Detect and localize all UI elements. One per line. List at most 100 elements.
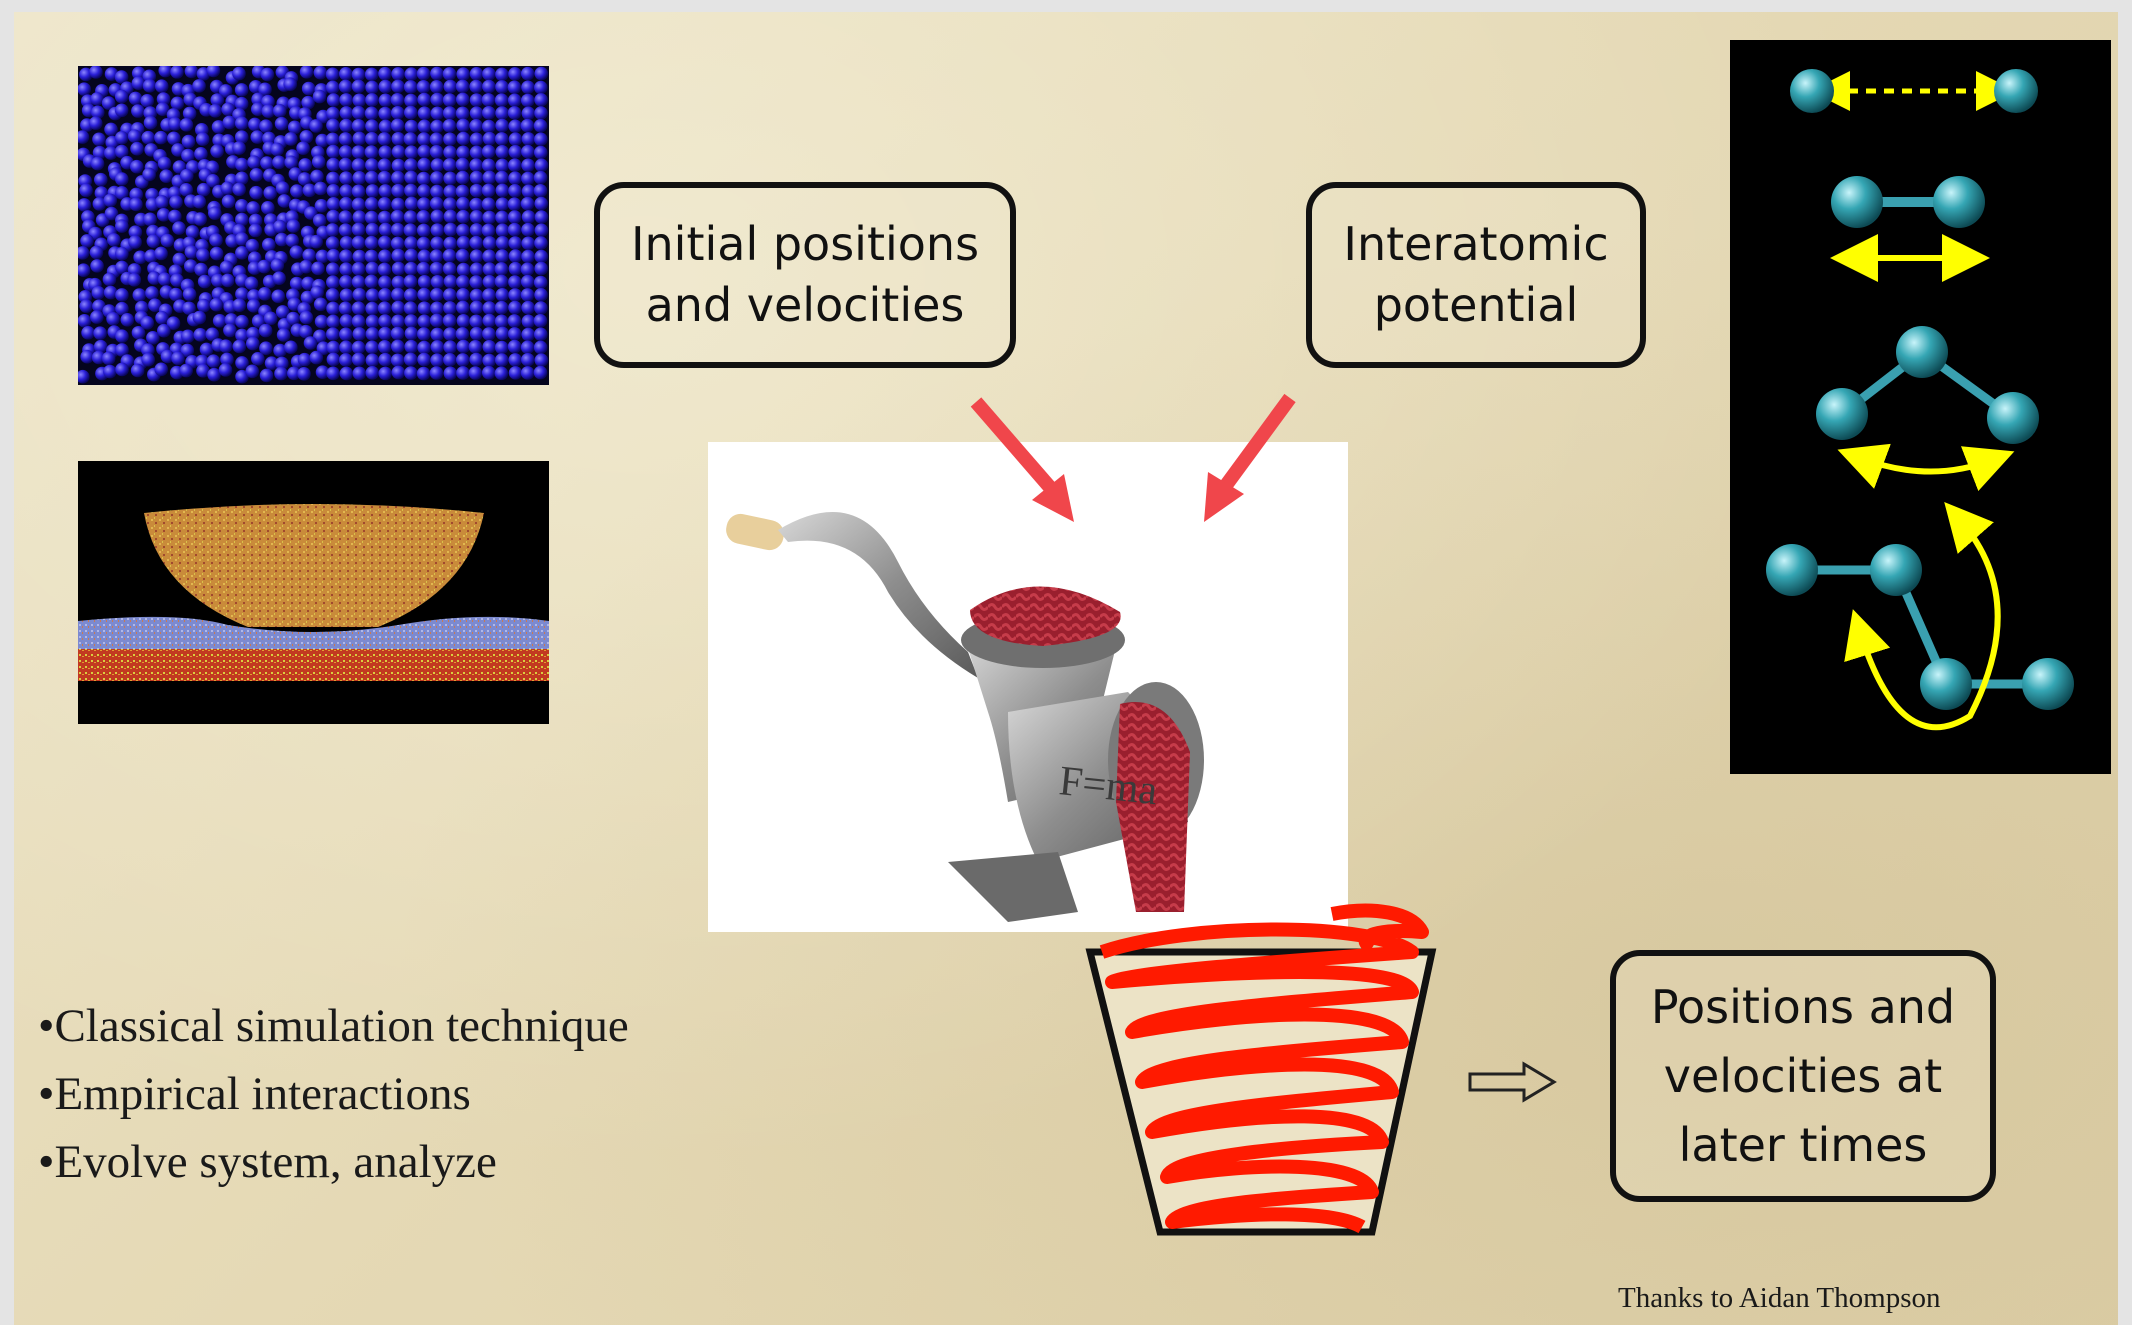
atom — [288, 120, 302, 134]
atom — [379, 223, 393, 237]
atom — [304, 336, 318, 350]
atom — [326, 145, 340, 159]
atom — [167, 132, 181, 146]
atom — [273, 220, 287, 234]
atom — [495, 68, 509, 82]
atom — [404, 158, 418, 172]
atom — [535, 223, 549, 237]
atom — [366, 366, 380, 380]
atom — [78, 246, 89, 260]
atom — [129, 198, 143, 212]
atom — [521, 197, 535, 211]
atom — [443, 185, 457, 199]
atom — [521, 250, 535, 264]
atom — [483, 171, 497, 185]
atom — [430, 93, 444, 107]
atom — [378, 236, 392, 250]
atom — [290, 245, 304, 259]
atom — [534, 119, 548, 133]
atom — [391, 119, 405, 133]
hollow-right-arrow-icon — [1466, 1060, 1562, 1104]
atom — [417, 197, 431, 211]
atom — [404, 249, 418, 263]
atom — [235, 158, 249, 172]
atom — [535, 210, 549, 224]
atom — [340, 314, 354, 328]
atom — [115, 131, 129, 145]
atom — [405, 327, 419, 341]
atom — [443, 106, 457, 120]
atom — [365, 171, 379, 185]
atom — [235, 315, 249, 329]
atom — [417, 132, 431, 146]
atom — [102, 352, 116, 366]
atom — [232, 183, 246, 197]
atom — [391, 288, 405, 302]
atom — [469, 315, 483, 329]
atom — [470, 249, 484, 263]
atom — [392, 366, 406, 380]
atom — [417, 184, 431, 198]
atom — [181, 330, 195, 344]
atom — [417, 353, 431, 367]
atom — [509, 366, 523, 380]
atom — [404, 353, 418, 367]
atom — [443, 119, 457, 133]
atom — [430, 314, 444, 328]
atom — [508, 223, 522, 237]
atom — [219, 339, 233, 353]
atom — [235, 83, 249, 97]
atom — [326, 315, 340, 329]
atom — [483, 275, 497, 289]
atom — [482, 366, 496, 380]
atom — [391, 198, 405, 212]
crank-arm — [778, 512, 978, 678]
atom — [115, 329, 129, 343]
atom — [143, 79, 157, 93]
atom — [430, 80, 444, 94]
atom — [313, 214, 327, 228]
atom — [326, 236, 340, 250]
atom — [417, 262, 431, 276]
atom — [340, 106, 354, 120]
atom — [405, 120, 419, 134]
atom — [129, 92, 143, 106]
atom — [313, 90, 327, 104]
atom — [482, 288, 496, 302]
atom — [522, 315, 536, 329]
atom — [339, 132, 353, 146]
atom — [404, 80, 418, 94]
atom — [482, 67, 496, 81]
atom — [210, 298, 224, 312]
atom — [365, 302, 379, 316]
atom — [353, 367, 367, 381]
atom — [378, 145, 392, 159]
atom — [417, 224, 431, 238]
atom — [263, 186, 277, 200]
atom — [171, 351, 185, 365]
atom — [456, 93, 470, 107]
atom — [391, 132, 405, 146]
atom — [379, 120, 393, 134]
atom — [366, 353, 380, 367]
atom — [352, 314, 366, 328]
atom — [443, 262, 457, 276]
atom — [482, 224, 496, 238]
atom — [326, 302, 340, 316]
atom — [365, 211, 379, 225]
atom — [430, 249, 444, 263]
atom — [443, 327, 457, 341]
atom — [430, 171, 444, 185]
atom — [104, 123, 118, 137]
atom — [443, 93, 457, 107]
atom — [283, 77, 297, 91]
atom — [418, 301, 432, 315]
atom — [310, 286, 324, 300]
atom — [90, 259, 104, 273]
atom — [482, 93, 496, 107]
atom — [391, 301, 405, 315]
atom — [522, 132, 536, 146]
atom — [155, 79, 169, 93]
atom — [379, 93, 393, 107]
atom — [365, 236, 379, 250]
